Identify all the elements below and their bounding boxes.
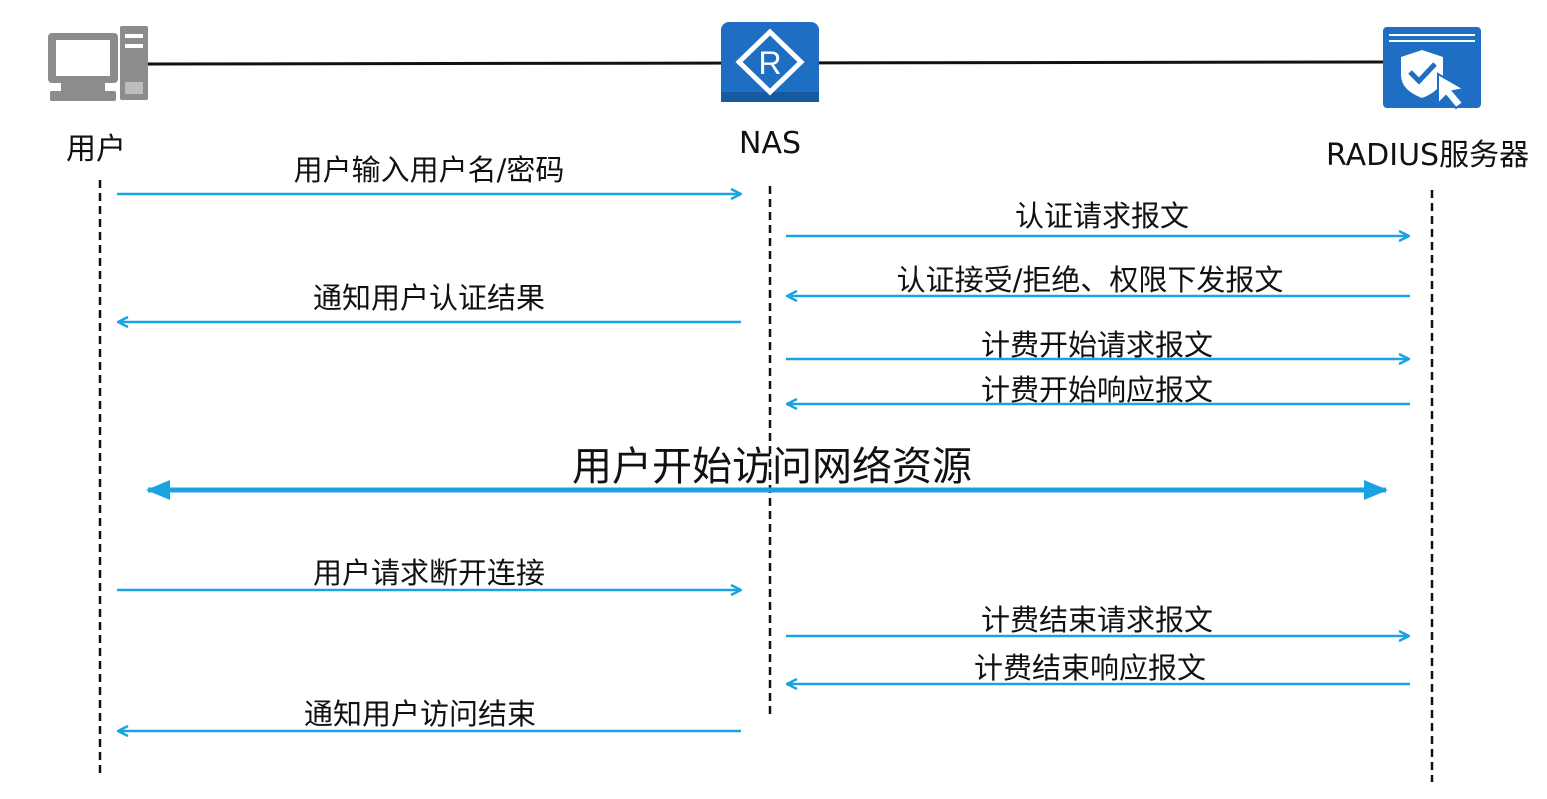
node-label-user: 用户 <box>66 132 126 167</box>
message-label-m10: 计费结束响应报文 <box>973 651 1207 685</box>
message-label-m4: 通知用户认证结果 <box>312 281 546 315</box>
security-server-icon <box>1383 27 1481 110</box>
message-label-m3: 认证接受/拒绝、权限下发报文 <box>896 263 1284 297</box>
message-label-m8: 用户请求断开连接 <box>312 556 546 590</box>
node-label-nas: NAS <box>739 126 802 161</box>
message-label-m5: 计费开始请求报文 <box>980 328 1214 362</box>
desktop-computer-icon <box>48 26 148 101</box>
message-label-m1: 用户输入用户名/密码 <box>293 153 565 187</box>
router-logo-letter: R <box>758 45 781 81</box>
message-label-m9: 计费结束请求报文 <box>980 603 1214 637</box>
router-icon: R <box>721 22 819 102</box>
message-label-m2: 认证请求报文 <box>1014 199 1190 233</box>
message-label-m6: 计费开始响应报文 <box>980 373 1214 407</box>
node-label-radius: RADIUS服务器 <box>1326 138 1530 173</box>
message-label-m11: 通知用户访问结束 <box>303 697 537 731</box>
message-label-m7: 用户开始访问网络资源 <box>572 444 972 490</box>
